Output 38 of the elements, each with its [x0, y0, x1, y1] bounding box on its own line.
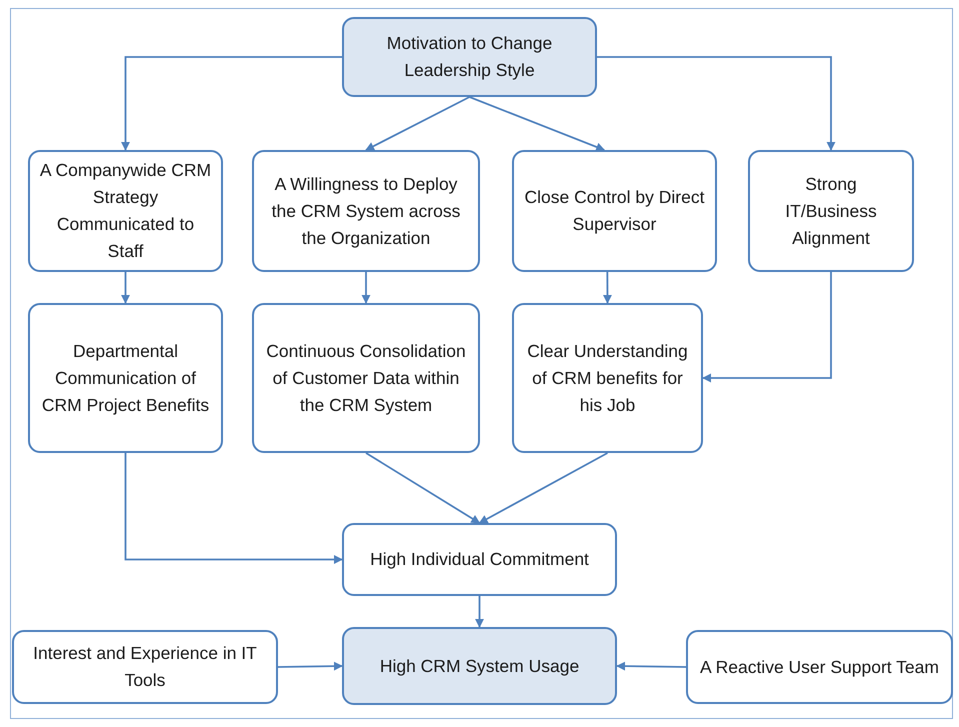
- box-text: High CRM System Usage: [380, 654, 580, 678]
- arrow: [478, 452, 608, 524]
- process-box: [28, 150, 223, 272]
- process-box: [686, 630, 953, 704]
- arrow: [124, 453, 343, 564]
- process-box: [12, 630, 278, 704]
- process-box: [342, 17, 597, 97]
- arrow: [365, 96, 470, 151]
- box-text: High Individual Commitment: [370, 548, 589, 571]
- process-box: [252, 150, 480, 272]
- process-box: [512, 150, 717, 272]
- box-text: Clear Understanding of CRM benefits for his Job: [526, 340, 689, 416]
- box-text: A Willingness to Deploy the CRM System across the Organization: [270, 172, 462, 250]
- box-text: A Companywide CRM Strategy Communicated to Staff: [38, 159, 212, 263]
- box-text: Interest and Experience in IT Tools: [32, 642, 258, 692]
- arrow: [121, 272, 130, 304]
- box-text: Close Control by Direct Supervisor: [524, 186, 706, 236]
- arrow: [475, 596, 484, 628]
- arrow: [121, 56, 342, 151]
- process-box: [252, 303, 480, 453]
- process-box: [342, 523, 617, 596]
- process-box: [28, 303, 223, 453]
- arrow: [469, 96, 606, 152]
- process-box: [342, 627, 617, 705]
- box-text: Strong IT/Business Alignment: [784, 172, 878, 250]
- arrow: [602, 272, 612, 304]
- arrow: [278, 662, 343, 671]
- arrow: [616, 662, 686, 671]
- arrow: [597, 56, 836, 151]
- box-text: A Reactive User Support Team: [700, 656, 939, 679]
- arrow: [362, 272, 370, 304]
- box-text: Motivation to Change Leadership Style: [386, 32, 554, 82]
- process-box: [748, 150, 914, 272]
- arrow: [366, 452, 480, 524]
- arrow: [702, 272, 832, 382]
- process-box: [512, 303, 703, 453]
- box-text: Departmental Communication of CRM Project Benefits: [40, 340, 210, 417]
- box-text: Continuous Consolidation of Customer Data within the CRM System: [265, 340, 467, 417]
